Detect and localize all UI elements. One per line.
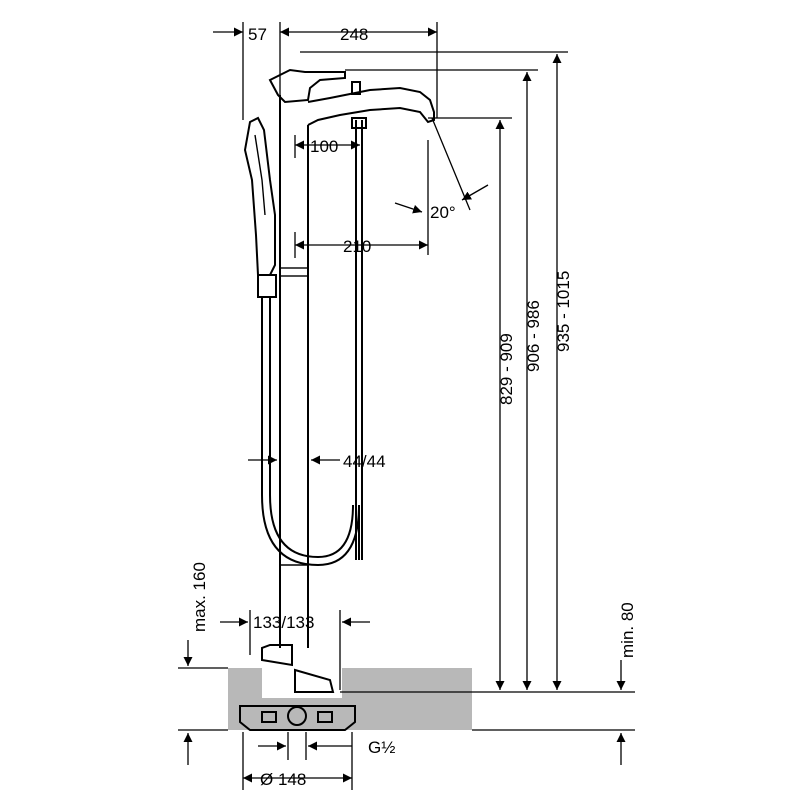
label-935-1015: 935 - 1015 <box>554 271 573 352</box>
label-906-986: 906 - 986 <box>524 300 543 372</box>
label-diameter-148: Ø 148 <box>260 770 306 789</box>
label-44-44: 44/44 <box>343 452 386 471</box>
dimension-lines <box>178 22 635 790</box>
connection-nut <box>287 706 307 726</box>
label-angle: 20° <box>430 203 456 222</box>
shower-hose <box>261 297 360 567</box>
lever-handle <box>268 68 346 104</box>
floor-section <box>228 668 472 730</box>
label-829-909: 829 - 909 <box>497 333 516 405</box>
label-g-half: G½ <box>368 738 395 757</box>
mounting-plate <box>239 705 356 731</box>
diverter-knob <box>351 81 361 95</box>
label-max-160: max. 160 <box>190 562 209 632</box>
faucet-body <box>239 68 435 731</box>
label-133-133: 133/133 <box>253 613 314 632</box>
dimension-labels: 57 248 100 20° 210 44/44 133/133 G½ Ø 14… <box>190 25 637 789</box>
label-210: 210 <box>343 237 371 256</box>
label-248: 248 <box>340 25 368 44</box>
label-100: 100 <box>310 137 338 156</box>
base-escutcheon <box>261 644 293 667</box>
hand-shower <box>243 116 276 276</box>
spout <box>307 86 435 126</box>
label-min-80: min. 80 <box>618 602 637 658</box>
shower-holder <box>257 274 277 298</box>
label-57: 57 <box>248 25 267 44</box>
